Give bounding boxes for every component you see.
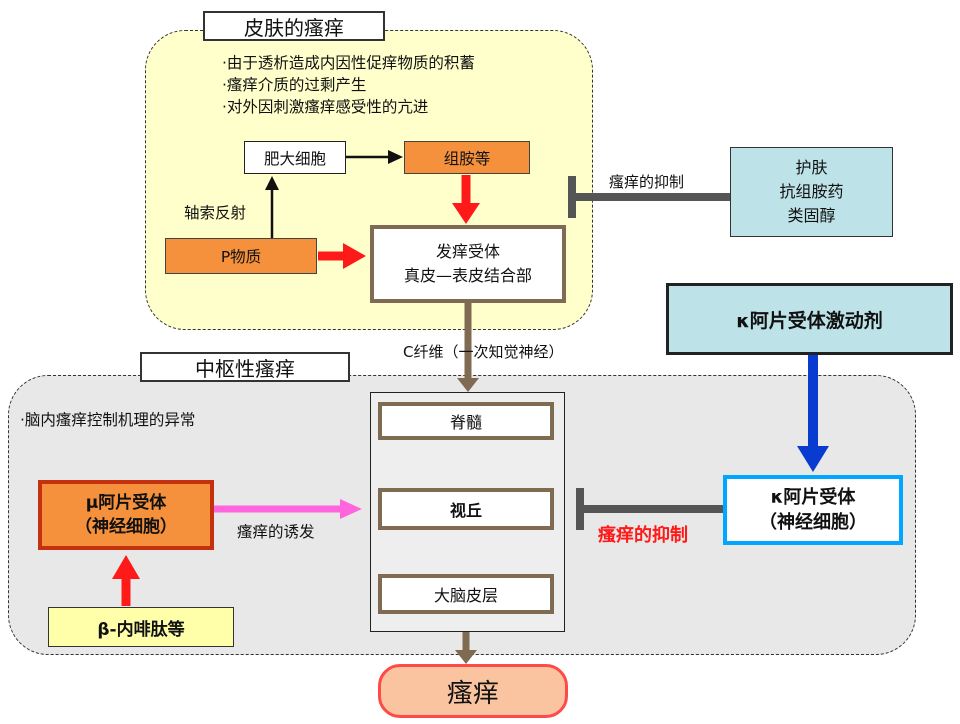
- kappa-opioid-receptor-box: κ阿片受体 （神经细胞）: [723, 475, 903, 545]
- treatment-item: 类固醇: [787, 206, 836, 225]
- treatment-item: 抗组胺药: [779, 182, 844, 201]
- itch-receptor-box: 发痒受体 真皮—表皮结合部: [370, 225, 566, 303]
- skin-section-title: 皮肤的瘙痒: [203, 11, 385, 41]
- mu-opioid-receptor-box: μ阿片受体 （神经细胞）: [38, 480, 214, 550]
- histamine-box: 组胺等: [404, 141, 530, 174]
- spinal-cord-box: 脊髓: [378, 402, 554, 440]
- cns-section-title: 中枢性瘙痒: [140, 352, 350, 382]
- mast-histamine-arrowhead: [388, 150, 403, 164]
- p-receptor-arrowhead: [343, 243, 366, 269]
- kappa-receptor-line: （神经细胞）: [759, 512, 867, 533]
- agonist-arrowhead: [797, 446, 829, 472]
- cns-inhibition-label: 瘙痒的抑制: [598, 525, 688, 546]
- beta-endorphin-box: β-内啡肽等: [48, 607, 234, 647]
- thalamus-box: 视丘: [378, 488, 554, 530]
- kappa-agonist-box: κ阿片受体激动剂: [666, 283, 953, 355]
- skin-inhibition-label: 瘙痒的抑制: [609, 173, 685, 191]
- mast-cell-box: 肥大细胞: [244, 141, 346, 174]
- c-fiber-label: C纤维（一次知觉神经）: [403, 343, 564, 361]
- skin-cause-item: ·由于透析造成内因性促痒物质的积蓄: [222, 54, 475, 72]
- cortex-itch-arrowhead: [455, 650, 477, 664]
- skin-cause-list: ·由于透析造成内因性促痒物质的积蓄 ·瘙痒介质的过剩产生 ·对外因刺激瘙痒感受性…: [222, 52, 582, 118]
- histamine-receptor-arrowhead: [452, 203, 480, 224]
- induction-arrowhead: [340, 499, 362, 519]
- cns-note: ·脑内瘙痒控制机理的异常: [20, 411, 196, 429]
- kappa-receptor-line: κ阿片受体: [770, 487, 856, 508]
- receptor-line: 真皮—表皮结合部: [403, 266, 532, 285]
- skin-cause-item: ·瘙痒介质的过剩产生: [222, 76, 367, 94]
- itch-result-box: 瘙痒: [378, 664, 568, 718]
- induction-label: 瘙痒的诱发: [237, 523, 315, 541]
- beta-mu-arrowhead: [112, 555, 140, 579]
- axon-reflex-label: 轴索反射: [184, 204, 247, 222]
- receptor-line: 发痒受体: [435, 242, 500, 261]
- cortex-box: 大脑皮层: [378, 574, 554, 614]
- substance-p-box: P物质: [165, 238, 317, 274]
- c-fiber-arrowhead: [457, 378, 479, 392]
- mu-receptor-line: μ阿片受体: [85, 493, 167, 513]
- treatment-item: 护肤: [795, 158, 828, 177]
- skin-cause-item: ·对外因刺激瘙痒感受性的亢进: [222, 98, 429, 116]
- axon-reflex-arrowhead: [265, 176, 279, 190]
- mu-receptor-line: （神经细胞）: [75, 517, 177, 537]
- treatment-box: 护肤 抗组胺药 类固醇: [730, 147, 893, 237]
